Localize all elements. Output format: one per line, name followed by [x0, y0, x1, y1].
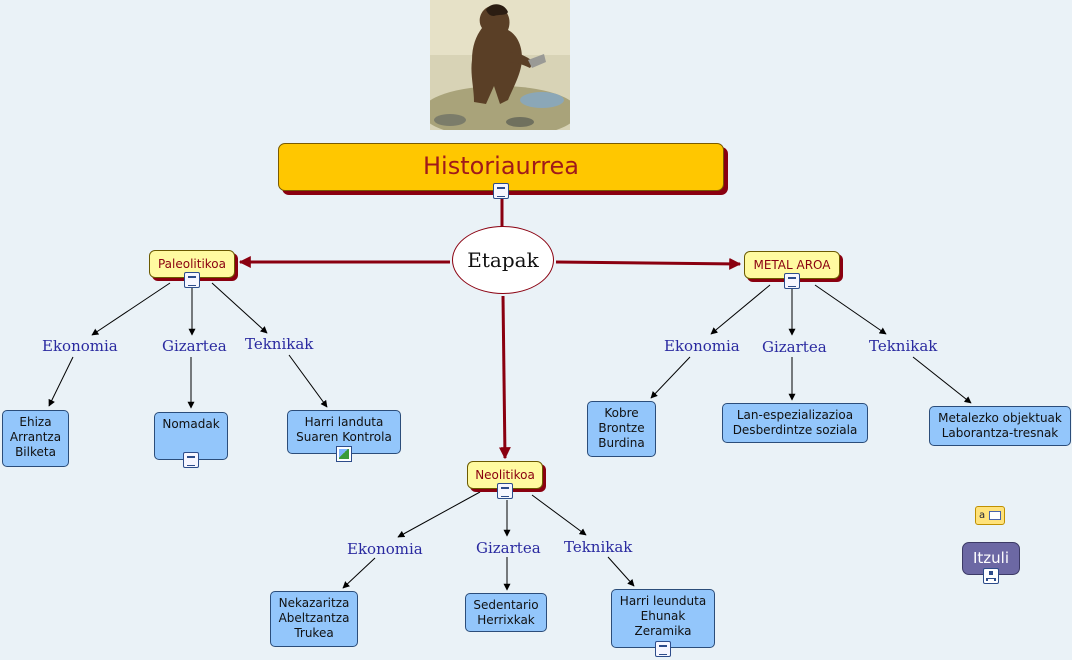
box-line: Desberdintze soziala	[732, 423, 858, 437]
paleo-ekonomia-box[interactable]: Ehiza Arrantza Bilketa	[2, 410, 69, 467]
neo-gizartea-box[interactable]: Sedentario Herrixkak	[465, 593, 547, 632]
box-line: Metalezko objektuak	[938, 411, 1062, 425]
neo-ekonomia-label[interactable]: Ekonomia	[347, 540, 423, 558]
box-line: Ehunak	[640, 609, 686, 623]
box-line: Arrantza	[9, 430, 62, 444]
metal-teknikak-box[interactable]: Metalezko objektuak Laborantza-tresnak	[929, 406, 1071, 446]
link-etapak-metal	[555, 257, 742, 270]
box-line: Ehiza	[19, 415, 52, 429]
metal-gizartea-box[interactable]: Lan-espezializazioa Desberdintze soziala	[722, 403, 868, 443]
box-line: Nomadak	[162, 417, 220, 431]
box-line: Sedentario	[473, 598, 539, 612]
box-line: Brontze	[598, 421, 645, 435]
box-line: Burdina	[598, 436, 645, 450]
metal-teknikak-label[interactable]: Teknikak	[869, 337, 938, 355]
box-line: Kobre	[604, 406, 639, 420]
box-line: Lan-espezializazioa	[736, 408, 854, 422]
metal-gizartea-label[interactable]: Gizartea	[762, 338, 827, 356]
box-line: Harri leunduta	[619, 594, 707, 608]
paleo-gizartea-label[interactable]: Gizartea	[162, 337, 227, 355]
document-icon[interactable]	[183, 452, 199, 468]
image-icon[interactable]	[336, 446, 352, 462]
box-line: Bilketa	[15, 445, 56, 459]
box-line: Suaren Kontrola	[296, 430, 392, 444]
document-icon[interactable]	[493, 183, 509, 199]
concept-etapak-text: Etapak	[467, 248, 539, 272]
text-note-icon[interactable]: a	[975, 506, 1005, 525]
period-neolitikoa-label: Neolitikoa	[475, 468, 535, 482]
neo-ekonomia-box[interactable]: Nekazaritza Abeltzantza Trukea	[270, 591, 358, 647]
box-line: Laborantza-tresnak	[941, 426, 1059, 440]
prehistoric-human-photo	[430, 0, 570, 130]
box-line: Nekazaritza	[278, 596, 350, 610]
neo-teknikak-box[interactable]: Harri leunduta Ehunak Zeramika	[611, 589, 715, 648]
concept-etapak[interactable]: Etapak	[452, 226, 554, 294]
document-icon[interactable]	[184, 272, 200, 288]
period-paleolitikoa-label: Paleolitikoa	[157, 257, 227, 271]
link-etapak-neo	[498, 295, 511, 460]
text-note-glyph: a	[979, 510, 986, 521]
period-metal-aroa-label: METAL AROA	[753, 258, 831, 272]
metal-ekonomia-label[interactable]: Ekonomia	[664, 337, 740, 355]
neo-gizartea-label[interactable]: Gizartea	[476, 539, 541, 557]
document-icon[interactable]	[784, 273, 800, 289]
neo-teknikak-label[interactable]: Teknikak	[564, 538, 633, 556]
paleo-teknikak-box[interactable]: Harri landuta Suaren Kontrola	[287, 410, 401, 454]
box-line: Herrixkak	[477, 613, 535, 627]
paleo-teknikak-label[interactable]: Teknikak	[245, 335, 314, 353]
box-line: Zeramika	[634, 624, 692, 638]
itzuli-label: Itzuli	[972, 549, 1010, 567]
main-title-text: Historiaurrea	[422, 152, 580, 180]
document-icon[interactable]	[497, 483, 513, 499]
box-line: Trukea	[294, 626, 334, 640]
sitemap-icon[interactable]	[983, 568, 999, 584]
metal-ekonomia-box[interactable]: Kobre Brontze Burdina	[587, 401, 656, 457]
document-icon[interactable]	[655, 641, 671, 657]
paleo-ekonomia-label[interactable]: Ekonomia	[42, 337, 118, 355]
box-line: Abeltzantza	[278, 611, 350, 625]
box-line: Harri landuta	[304, 415, 384, 429]
